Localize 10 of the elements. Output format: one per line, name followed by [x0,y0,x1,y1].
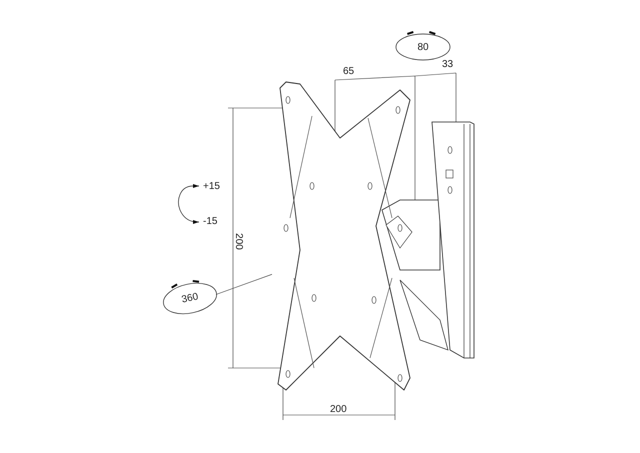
dimension-label: 200 [232,233,244,250]
dimension-label: -15 [203,216,218,227]
dimension-label: +15 [203,181,220,192]
dimension-label: 65 [343,66,354,77]
rotation-ellipse [395,33,451,61]
rotation-value: 360 [180,291,200,306]
dimension-label: 33 [442,59,454,70]
rotation-value: 80 [417,42,429,52]
dimension-label: 200 [330,404,347,415]
leader-line [216,274,272,295]
